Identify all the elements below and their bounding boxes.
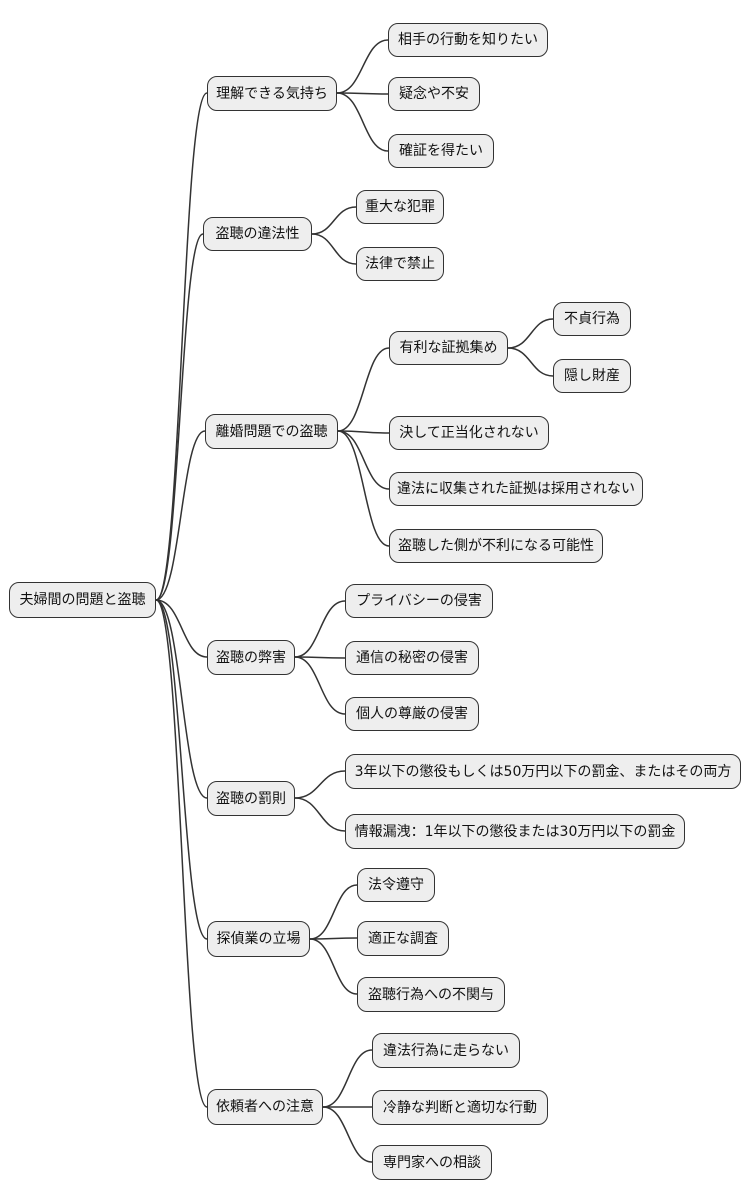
branch-penalties-for-wiretapping: 盗聴の罰則: [207, 781, 295, 816]
edge-root-to-branch-3: [155, 599, 208, 658]
leaf-hidden-assets: 隠し財産: [553, 359, 631, 393]
branch-understandable-feelings: 理解できる気持ち: [207, 76, 337, 111]
edge-evidence-child1: [507, 347, 554, 377]
edge-branch6-child2: [322, 1106, 373, 1163]
edge-branch1-child1: [311, 233, 357, 265]
leaf-penalty-imprisonment-or-fine: 3年以下の懲役もしくは50万円以下の罰金、またはその両方: [345, 754, 741, 789]
leaf-calm-judgment-appropriate-action: 冷静な判断と適切な行動: [372, 1090, 548, 1125]
edge-branch5-child2: [309, 938, 358, 995]
branch-caution-for-clients: 依頼者への注意: [207, 1089, 323, 1125]
edge-root-to-branch-5: [155, 599, 208, 940]
leaf-personal-dignity-violation: 個人の尊厳の侵害: [345, 697, 479, 731]
edge-branch3-child0: [294, 600, 346, 658]
leaf-wiretapper-disadvantage: 盗聴した側が不利になる可能性: [389, 529, 603, 563]
edge-root-to-branch-1: [155, 233, 204, 601]
edge-evidence-child0: [507, 318, 554, 349]
leaf-consult-experts: 専門家への相談: [372, 1145, 492, 1180]
edge-root-to-branch-2: [155, 430, 206, 601]
leaf-infidelity: 不貞行為: [553, 302, 631, 336]
leaf-penalty-information-leak: 情報漏洩：1年以下の懲役または30万円以下の罰金: [345, 814, 685, 849]
branch-harms-of-wiretapping: 盗聴の弊害: [207, 640, 295, 675]
leaf-never-justified: 決して正当化されない: [389, 416, 549, 450]
edge-branch1-child0: [311, 206, 357, 235]
edge-branch3-child2: [294, 656, 346, 715]
edge-branch5-child0: [309, 884, 358, 940]
branch-illegality-of-wiretapping: 盗聴の違法性: [203, 217, 312, 251]
leaf-prohibited-by-law: 法律で禁止: [356, 247, 444, 281]
leaf-know-partner-actions: 相手の行動を知りたい: [388, 23, 548, 57]
edge-branch2-child2: [337, 430, 390, 490]
leaf-non-involvement-in-wiretapping: 盗聴行為への不関与: [357, 977, 505, 1012]
leaf-legal-compliance: 法令遵守: [357, 868, 435, 902]
edge-root-to-branch-4: [155, 599, 208, 799]
leaf-privacy-violation: プライバシーの侵害: [345, 584, 493, 618]
edge-root-to-branch-6: [155, 599, 208, 1108]
edge-root-to-branch-0: [155, 92, 208, 601]
edge-branch5-child1: [309, 937, 358, 940]
edge-branch2-child0: [337, 347, 390, 432]
edge-branch0-child1: [336, 92, 389, 95]
leaf-illegal-evidence-not-admitted: 違法に収集された証拠は採用されない: [389, 472, 643, 506]
leaf-proper-investigation: 適正な調査: [357, 921, 449, 956]
root-node-marital-problems: 夫婦間の問題と盗聴: [9, 582, 156, 618]
leaf-get-confirmation: 確証を得たい: [388, 134, 494, 168]
edge-branch4-child1: [294, 797, 346, 832]
edge-branch2-child1: [337, 430, 390, 434]
branch-wiretapping-in-divorce: 離婚問題での盗聴: [205, 414, 338, 449]
leaf-favorable-evidence-gathering: 有利な証拠集め: [389, 331, 508, 365]
leaf-serious-crime: 重大な犯罪: [356, 190, 444, 224]
edge-branch2-child3: [337, 430, 390, 547]
edge-branch6-child0: [322, 1049, 373, 1108]
edge-branch4-child0: [294, 770, 346, 799]
edge-branch0-child0: [336, 39, 389, 94]
leaf-secrecy-of-communication-violation: 通信の秘密の侵害: [345, 641, 479, 675]
edge-branch0-child2: [336, 92, 389, 152]
leaf-doubt-and-anxiety: 疑念や不安: [388, 77, 480, 111]
leaf-avoid-illegal-acts: 違法行為に走らない: [372, 1033, 520, 1068]
branch-detective-industry-position: 探偵業の立場: [207, 921, 310, 957]
edge-branch3-child1: [294, 656, 346, 659]
